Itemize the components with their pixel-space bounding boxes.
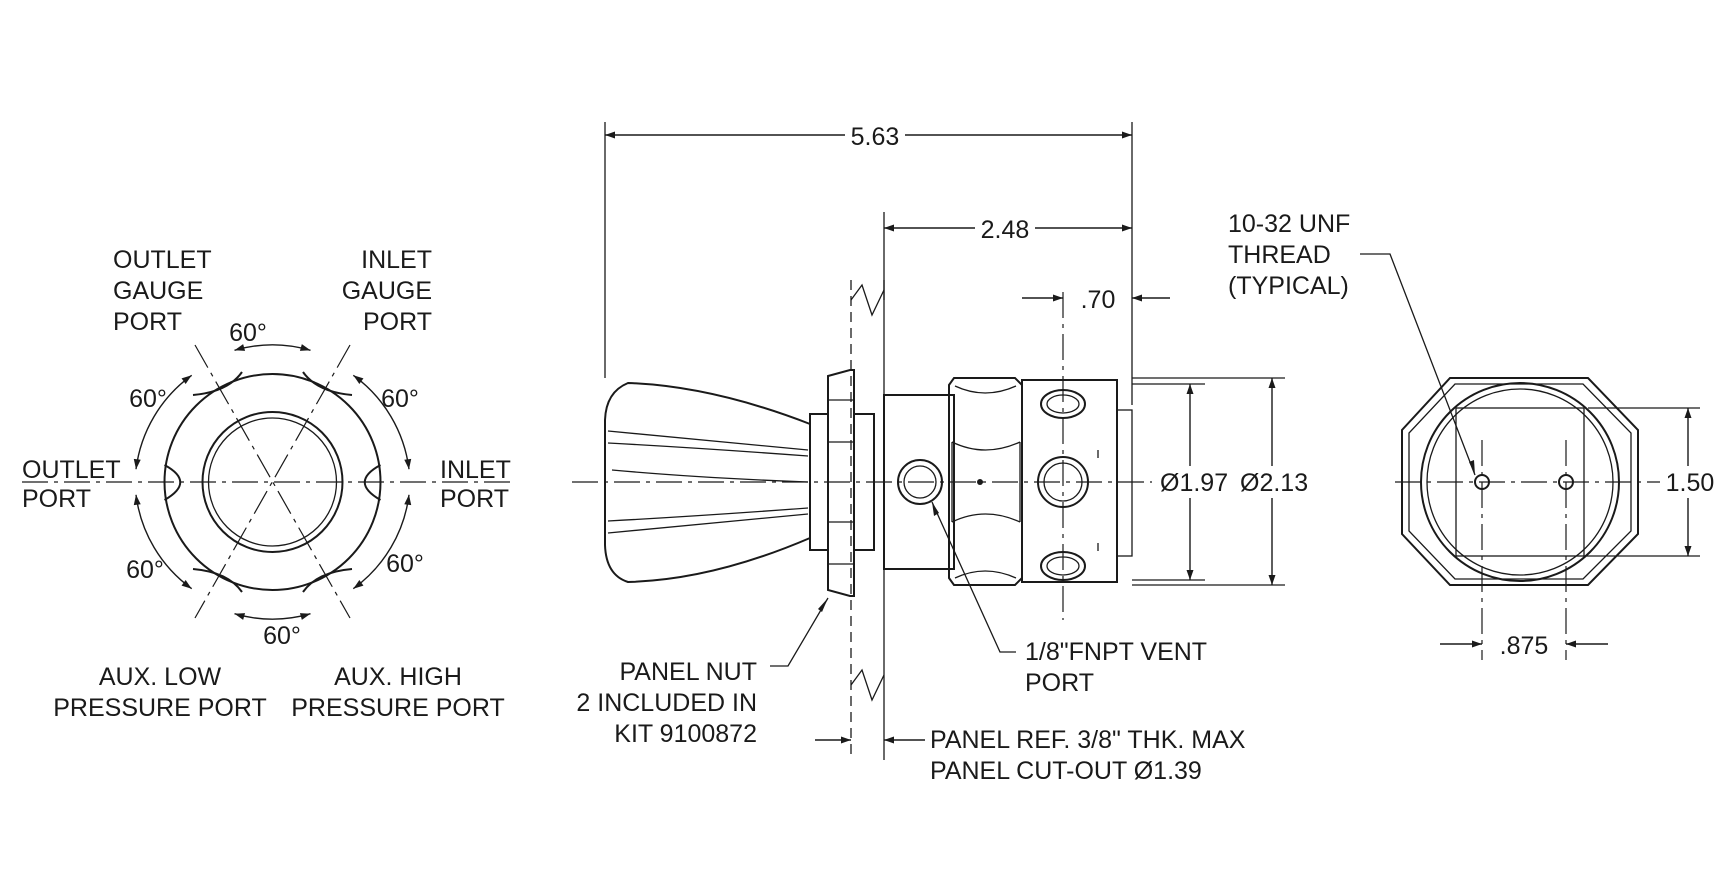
dim-diameters: Ø1.97 Ø2.13 (1152, 378, 1312, 585)
rear-hex-outline (1401, 377, 1639, 586)
svg-text:PRESSURE PORT: PRESSURE PORT (53, 694, 266, 722)
outlet-gauge-port-label: OUTLET GAUGE PORT (113, 246, 212, 336)
angle-label-top: 60° (229, 319, 267, 347)
svg-text:INLET: INLET (440, 456, 511, 484)
rear-body-circle (1420, 382, 1620, 582)
thread-leader (1360, 253, 1476, 476)
vent-port-label: 1/8"FNPT VENT PORT (1025, 638, 1207, 697)
angle-label-upper-right: 60° (381, 385, 419, 413)
front-diag-centerline-1 (194, 344, 351, 619)
svg-text:OUTLET: OUTLET (22, 456, 121, 484)
side-panel-nut (827, 369, 875, 597)
dim-70-label: .70 (1081, 286, 1116, 314)
dim-1-50-label: 1.50 (1666, 469, 1715, 497)
outlet-port-label: OUTLET PORT (22, 456, 121, 513)
dim-dia-1-97-label: Ø1.97 (1160, 469, 1228, 497)
vent-port-circle (897, 459, 943, 505)
angle-label-lower-left: 60° (126, 556, 164, 584)
dim-hole-spacing: .875 (1440, 632, 1608, 660)
front-inner-bore (201, 411, 344, 553)
svg-text:PANEL REF. 3/8" THK. MAX: PANEL REF. 3/8" THK. MAX (930, 726, 1246, 754)
panel-ref-label: PANEL REF. 3/8" THK. MAX PANEL CUT-OUT Ø… (930, 726, 1246, 785)
thread-note-label: 10-32 UNF THREAD (TYPICAL) (1228, 210, 1350, 300)
angle-dimension-arcs (133, 344, 412, 620)
aux-high-pressure-port-label: AUX. HIGH PRESSURE PORT (291, 663, 504, 722)
svg-text:(TYPICAL): (TYPICAL) (1228, 272, 1349, 300)
svg-text:AUX. LOW: AUX. LOW (99, 663, 222, 691)
inlet-gauge-port-label: INLET GAUGE PORT (342, 246, 432, 336)
dim-875-label: .875 (1500, 632, 1549, 660)
side-view: 5.63 2.48 .70 Ø1.97 Ø2.13 (572, 121, 1312, 785)
side-hex-nut (948, 377, 1023, 586)
dim-port-offset: .70 (1022, 286, 1170, 314)
dim-5-63-label: 5.63 (851, 123, 900, 151)
svg-text:INLET: INLET (361, 246, 432, 274)
front-diag-centerline-2 (194, 344, 351, 619)
side-body-block (1021, 292, 1133, 620)
front-scallops (164, 371, 381, 593)
angle-label-lower-right: 60° (386, 550, 424, 578)
svg-text:THREAD: THREAD (1228, 241, 1331, 269)
svg-text:PRESSURE PORT: PRESSURE PORT (291, 694, 504, 722)
panel-nut-leader (770, 597, 829, 667)
svg-text:10-32 UNF: 10-32 UNF (1228, 210, 1350, 238)
svg-text:PANEL NUT: PANEL NUT (619, 658, 757, 686)
inlet-port-label: INLET PORT (440, 456, 511, 513)
side-knob (604, 381, 811, 584)
svg-text:PORT: PORT (22, 485, 91, 513)
front-body-outline (163, 373, 382, 591)
svg-text:AUX. HIGH: AUX. HIGH (334, 663, 462, 691)
dim-2-48-label: 2.48 (981, 216, 1030, 244)
svg-text:2 INCLUDED IN: 2 INCLUDED IN (576, 689, 757, 717)
dim-rear-height: 1.50 (1660, 408, 1718, 556)
panel-break (850, 280, 885, 760)
svg-text:PORT: PORT (113, 308, 182, 336)
rear-body-face (1455, 407, 1585, 557)
svg-text:PORT: PORT (363, 308, 432, 336)
svg-text:KIT 9100872: KIT 9100872 (614, 720, 757, 748)
side-bonnet (883, 394, 955, 570)
front-inner-bore-edge (207, 417, 338, 547)
dim-body-length: 2.48 (884, 214, 1132, 244)
svg-text:PORT: PORT (1025, 669, 1094, 697)
dim-overall-length: 5.63 (605, 121, 1132, 151)
svg-text:GAUGE: GAUGE (342, 277, 432, 305)
svg-text:1/8"FNPT VENT: 1/8"FNPT VENT (1025, 638, 1207, 666)
svg-text:OUTLET: OUTLET (113, 246, 212, 274)
panel-nut-label: PANEL NUT 2 INCLUDED IN KIT 9100872 (576, 658, 757, 748)
dim-dia-2-13-label: Ø2.13 (1240, 469, 1308, 497)
vent-port-leader (931, 501, 1016, 653)
angle-label-bottom: 60° (263, 622, 301, 650)
svg-text:PANEL CUT-OUT Ø1.39: PANEL CUT-OUT Ø1.39 (930, 757, 1202, 785)
rear-view: 1.50 .875 10-32 UNF THREAD (TYPICAL) (1228, 210, 1718, 660)
front-view: 60° 60° 60° 60° 60° 60° OUTLET GAUGE POR… (22, 246, 512, 722)
svg-text:PORT: PORT (440, 485, 509, 513)
angle-label-upper-left: 60° (129, 385, 167, 413)
aux-low-pressure-port-label: AUX. LOW PRESSURE PORT (53, 663, 266, 722)
svg-text:GAUGE: GAUGE (113, 277, 203, 305)
